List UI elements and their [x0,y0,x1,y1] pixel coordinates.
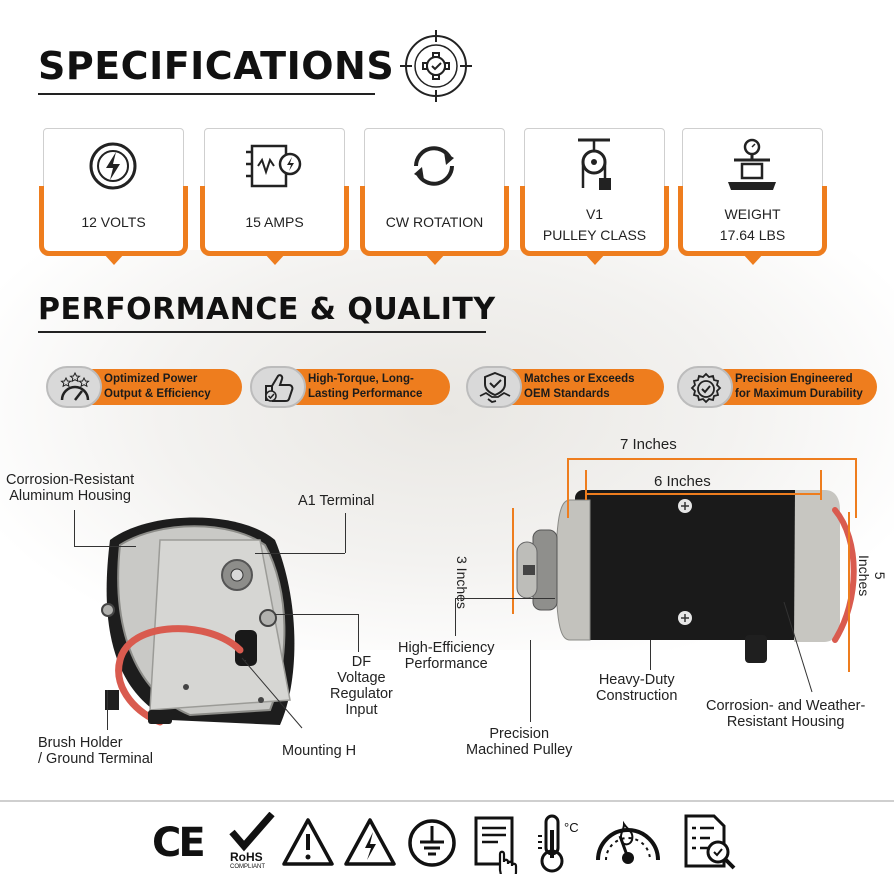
bolt-icon [89,142,137,190]
feature-oem-line1: Matches or Exceeds [524,373,635,385]
warning-exclamation-icon [282,818,334,866]
performance-heading: PERFORMANCE & QUALITY [38,292,496,327]
dimension-line-3in [512,508,514,614]
weather-leader-line [783,601,813,693]
rohs-label: RoHS [230,850,263,864]
leader-line [74,510,75,546]
handshake-shield-icon [479,372,511,403]
dimension-line-6in [585,493,821,495]
feature-oem-line2: OEM Standards [524,388,610,400]
spec-weight-line1: WEIGHT [724,206,781,222]
dimension-tick [567,458,569,518]
spec-pulley-line2: PULLEY CLASS [542,227,647,243]
mounting-leader-line [241,657,303,729]
spec-volts-label: 12 VOLTS [81,214,146,230]
specifications-underline [38,93,375,95]
spec-card-pulley: V1 PULLEY CLASS [520,128,669,273]
feature-power-efficiency: Optimized Power Output & Efficiency [46,366,242,408]
manual-touch-icon [474,816,518,874]
pulley-icon [578,138,611,190]
specifications-heading: SPECIFICATIONS [38,44,395,88]
spec-card-weight: WEIGHT 17.64 LBS [678,128,827,273]
feature-precision-engineered: Precision Engineered for Maximum Durabil… [677,366,877,408]
dimension-tick [855,458,857,518]
feature-oem-standards: Matches or Exceeds OEM Standards [466,366,664,408]
bottom-divider [0,800,894,802]
celsius-label: °C [564,820,579,835]
spec-card-amps: 15 AMPS [200,128,349,273]
feature-precision-line1: Precision Engineered [735,373,853,385]
leader-line [530,640,531,722]
feature-high-torque: High-Torque, Long- Lasting Performance [250,366,450,408]
rohs-check-icon: RoHS COMPLIANT [228,811,276,874]
generator-rear-view-image [101,517,295,726]
leader-line [245,660,246,661]
spec-pulley-line1: V1 [585,206,604,222]
feature-power-line2: Output & Efficiency [104,388,211,400]
thermometer-icon: °C [532,812,592,874]
dimension-line-7in [567,458,857,460]
performance-underline [38,331,486,333]
dimension-tick [820,470,822,500]
dimension-3-inches: 3 Inches [454,556,470,609]
spec-rotation-label: CW ROTATION [385,214,484,230]
spec-card-rotation: CW ROTATION [360,128,509,273]
generator-side-view-image [516,490,857,663]
circuit-amps-icon [246,144,302,188]
leader-line [455,598,456,636]
leader-line [255,553,345,554]
quality-badge-icon [690,372,722,404]
gear-badge-icon [400,30,472,102]
ground-symbol-icon [408,819,456,867]
dimension-7-inches: 7 Inches [620,436,677,453]
dimension-6-inches: 6 Inches [654,473,711,490]
leader-line [107,690,108,730]
callout-mounting: Mounting H [282,743,357,759]
callout-weather-resistant: Corrosion- and Weather-Resistant Housing [706,698,866,730]
leader-line [345,513,346,553]
dimension-5-inches: 5 Inches [856,555,888,597]
dimension-tick [585,470,587,500]
callout-brush-holder: Brush Holder/ Ground Terminal [38,735,153,767]
leader-line [74,546,136,547]
feature-precision-line2: for Maximum Durability [735,388,863,400]
high-voltage-warning-icon [344,818,396,866]
scale-weight-icon [728,138,776,190]
spec-weight-line2: 17.64 LBS [719,227,786,243]
spec-amps-label: 15 AMPS [245,214,304,230]
leader-line [275,614,359,615]
leader-line [358,614,359,652]
rohs-compliant-label: COMPLIANT [230,864,266,870]
feature-power-line1: Optimized Power [104,373,198,385]
feature-torque-line2: Lasting Performance [308,388,423,400]
spec-card-volts: 12 VOLTS [39,128,188,273]
dimension-line-5in [848,512,850,672]
leader-line [650,640,651,670]
gauge-meter-icon [596,820,660,864]
feature-torque-line1: High-Torque, Long- [308,373,414,385]
ce-mark-icon: CE [152,820,206,866]
leader-line [455,598,555,599]
gauge-stars-icon [60,372,90,401]
callout-a1-terminal: A1 Terminal [298,493,375,509]
rotation-arrows-icon [414,146,454,186]
inspection-document-icon [684,814,736,870]
thumbs-up-icon [265,374,294,402]
